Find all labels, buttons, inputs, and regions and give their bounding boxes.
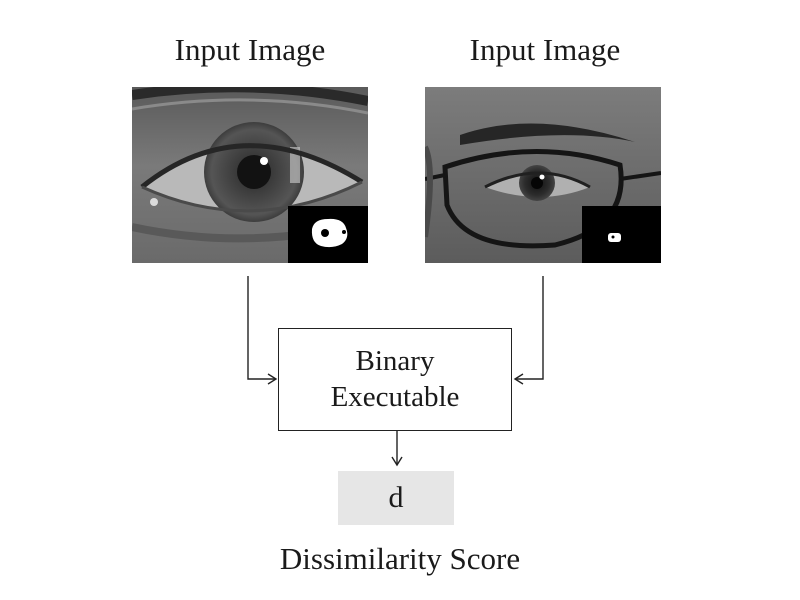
arrowhead-left xyxy=(267,373,278,385)
arrow-left-to-box xyxy=(247,276,275,380)
input-image-title-right: Input Image xyxy=(469,32,621,67)
score-box: d xyxy=(338,471,454,525)
arrowhead-right xyxy=(513,373,524,385)
input-image-title-left: Input Image xyxy=(174,32,326,67)
binary-executable-box: Binary Executable xyxy=(278,328,512,431)
dissimilarity-score-caption: Dissimilarity Score xyxy=(279,541,521,576)
binary-label: Binary xyxy=(355,345,435,378)
score-symbol: d xyxy=(388,481,404,514)
segmentation-mask-right xyxy=(582,206,661,263)
executable-label: Executable xyxy=(330,380,460,413)
arrowhead-down xyxy=(391,456,403,467)
arrow-right-to-box xyxy=(516,276,544,380)
segmentation-mask-left xyxy=(288,206,368,263)
